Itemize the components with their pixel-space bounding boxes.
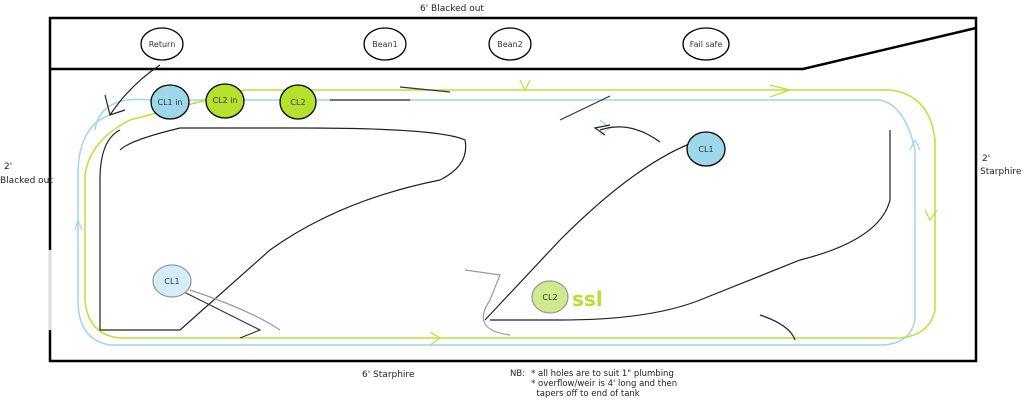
hole-label: CL2 — [542, 293, 557, 302]
hole-cl2-bottom: CL2 — [531, 280, 569, 314]
center-black-flow — [484, 124, 701, 321]
return-flow — [104, 64, 161, 116]
note-2: * overflow/weir is 4' long and then — [531, 379, 678, 389]
bottom-side-label: 6' Starphire — [362, 370, 415, 380]
notes: NB: * all holes are to suit 1" plumbing … — [510, 369, 677, 399]
hole-label: CL2 in — [213, 96, 238, 105]
hole-fail-safe: Fail safe — [682, 27, 730, 61]
note-1: * all holes are to suit 1" plumbing — [531, 369, 674, 379]
blue-arrows — [74, 119, 921, 231]
top-side-label: 6' Blacked out — [420, 4, 484, 14]
hole-cl1-right: CL1 — [686, 131, 726, 167]
hole-label: CL1 — [698, 145, 713, 154]
right-side-label: 2' — [982, 154, 990, 164]
misc-flow-strokes — [179, 86, 611, 339]
left-side-label: 2' — [4, 162, 12, 172]
notes-prefix: NB: — [510, 369, 526, 379]
hole-label: CL2 — [290, 98, 305, 107]
left-side-label-2: Blacked out — [0, 176, 53, 186]
overflow-weir — [50, 26, 977, 71]
right-black-flow — [490, 130, 891, 341]
grey-flow — [189, 269, 511, 336]
notes-list: * all holes are to suit 1" plumbing * ov… — [531, 369, 677, 399]
hole-cl1-left: CL1 — [152, 264, 192, 298]
hole-label: Return — [149, 40, 176, 49]
note-3: tapers off to end of tank — [531, 389, 640, 399]
tank-outline — [48, 16, 978, 363]
green-arrows — [429, 79, 938, 346]
hole-label: CL1 in — [158, 98, 183, 107]
hole-label: Fail safe — [690, 40, 723, 49]
ssl-watermark: ssl — [572, 287, 603, 311]
hole-cl2-top: CL2 — [279, 84, 317, 120]
hole-bean1: Bean1 — [363, 27, 407, 61]
hole-cl2-in: CL2 in — [205, 83, 245, 119]
hole-label: Bean1 — [372, 40, 397, 49]
hole-cl1-in: CL1 in — [150, 84, 190, 120]
blue-flow-line — [77, 98, 916, 346]
hole-label: Bean2 — [497, 40, 522, 49]
left-black-flow — [99, 127, 467, 331]
hole-label: CL1 — [164, 277, 179, 286]
right-side-label-2: Starphire — [980, 167, 1022, 177]
green-flow-line — [84, 89, 936, 339]
hole-bean2: Bean2 — [488, 27, 532, 61]
hole-return: Return — [140, 27, 184, 61]
